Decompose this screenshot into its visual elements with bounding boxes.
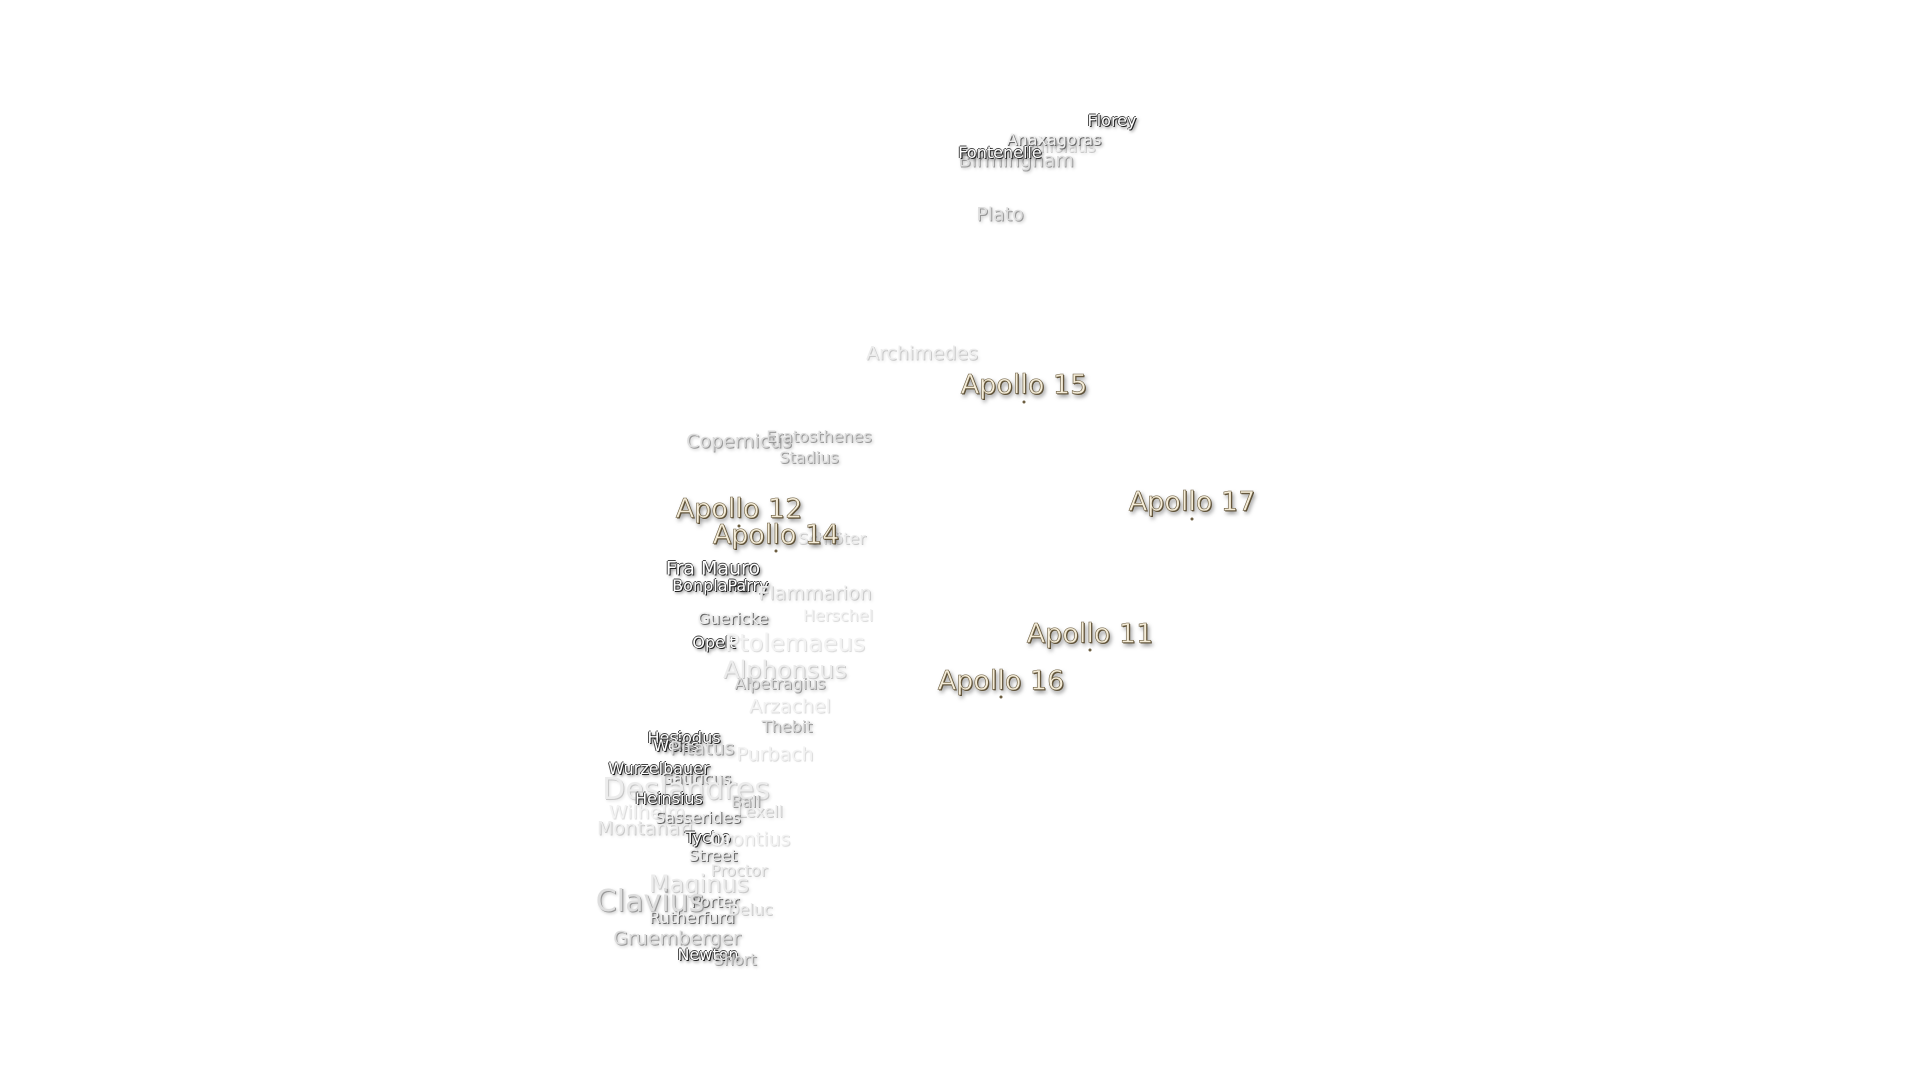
crater-label-lexell[interactable]: Lexell (737, 802, 783, 821)
crater-label-alpetragius[interactable]: Alpetragius (734, 674, 826, 693)
crater-label-montanari[interactable]: Montanari (597, 817, 693, 840)
crater-label-sasserides[interactable]: Sasserides (655, 808, 741, 827)
crater-label-copernicus[interactable]: Copernicus (686, 430, 792, 453)
crater-label-pitatus[interactable]: Pitatus (669, 737, 735, 760)
crater-label-philolaus[interactable]: Philolaus (1024, 137, 1096, 156)
crater-label-guericke[interactable]: Guericke (697, 609, 769, 628)
crater-label-tycho[interactable]: Tycho (685, 828, 731, 847)
apollo-17-marker[interactable] (1190, 517, 1194, 521)
crater-label-deluc[interactable]: Deluc (727, 900, 773, 919)
apollo-16-marker[interactable] (999, 695, 1003, 699)
crater-label-arzachel[interactable]: Arzachel (749, 695, 831, 718)
crater-label-weiss[interactable]: Weiss (653, 736, 699, 755)
apollo-11-marker[interactable] (1088, 648, 1092, 652)
crater-label-gauricus[interactable]: Gauricus (660, 769, 732, 788)
crater-label-alphonsus[interactable]: Alphonsus (723, 656, 847, 684)
crater-label-rutherfurd[interactable]: Rutherfurd (649, 908, 735, 927)
crater-label-eratosthenes[interactable]: Eratosthenes (766, 427, 872, 446)
crater-label-deslandres[interactable]: Deslandres (602, 772, 770, 807)
crater-label-fontenelle[interactable]: Fontenelle (958, 143, 1042, 162)
crater-label-anaxagoras[interactable]: Anaxagoras (1006, 130, 1102, 149)
crater-label-florey[interactable]: Florey (1087, 111, 1137, 130)
crater-label-birmingham[interactable]: Birmingham (958, 149, 1074, 172)
apollo-12-marker[interactable] (737, 524, 741, 528)
apollo-11-label[interactable]: Apollo 11 (1026, 618, 1154, 650)
crater-label-orontius[interactable]: Orontius (709, 828, 791, 851)
crater-label-porter[interactable]: Porter (690, 892, 740, 911)
crater-label-street[interactable]: Street (688, 846, 738, 865)
crater-label-opelt[interactable]: Opelt (692, 633, 736, 652)
apollo-16-label[interactable]: Apollo 16 (937, 665, 1065, 697)
crater-label-gruemberger[interactable]: Gruemberger (613, 927, 741, 950)
crater-label-thebit[interactable]: Thebit (761, 717, 813, 736)
crater-label-newton[interactable]: Newton (677, 945, 739, 964)
crater-label-bonpland[interactable]: Bonpland (672, 576, 748, 595)
crater-label-hesiodus[interactable]: Hesiodus (647, 728, 721, 747)
crater-label-wilhelm[interactable]: Wilhelm (608, 801, 686, 824)
crater-label-plato[interactable]: Plato (976, 203, 1024, 226)
crater-label-flammarion[interactable]: Flammarion (758, 582, 872, 605)
crater-label-parry[interactable]: Parry (727, 576, 769, 595)
apollo-17-label[interactable]: Apollo 17 (1128, 486, 1256, 518)
apollo-15-marker[interactable] (1022, 400, 1026, 404)
crater-label-schroter[interactable]: Schröter (798, 529, 866, 548)
crater-label-short[interactable]: Short (713, 950, 757, 969)
crater-label-maginus[interactable]: Maginus (648, 870, 750, 898)
apollo-15-label[interactable]: Apollo 15 (960, 369, 1088, 401)
crater-label-ptolemaeus[interactable]: Ptolemaeus (724, 629, 866, 657)
apollo-12-label[interactable]: Apollo 12 (675, 493, 803, 525)
apollo-14-label[interactable]: Apollo 14 (712, 519, 840, 551)
crater-label-proctor[interactable]: Proctor (710, 861, 768, 880)
crater-label-herschel[interactable]: Herschel (802, 606, 874, 625)
crater-label-fra-mauro[interactable]: Fra Mauro (665, 557, 761, 580)
crater-label-heinsius[interactable]: Heinsius (635, 789, 703, 808)
apollo-14-marker[interactable] (774, 549, 778, 553)
crater-label-clavius[interactable]: Clavius (595, 884, 705, 919)
crater-label-ball[interactable]: Ball (731, 792, 761, 811)
crater-label-archimedes[interactable]: Archimedes (865, 342, 979, 365)
crater-label-stadius[interactable]: Stadius (779, 448, 839, 467)
crater-label-wurzelbauer[interactable]: Wurzelbauer (608, 759, 710, 778)
crater-label-purbach[interactable]: Purbach (736, 743, 814, 766)
